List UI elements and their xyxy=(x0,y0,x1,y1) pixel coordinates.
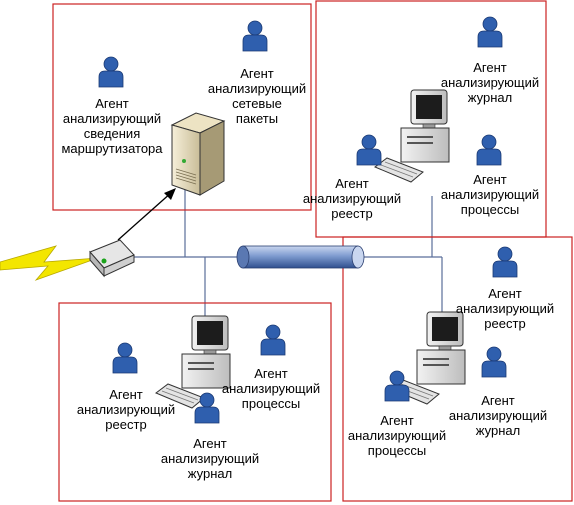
agent-label-line: Агент xyxy=(473,60,507,75)
agent-label-line: реестр xyxy=(105,417,147,432)
agent-label-line: анализирующий xyxy=(62,111,162,126)
agent-label-line: журнал xyxy=(475,423,521,438)
agent-label-line: Агент xyxy=(473,172,507,187)
agent-label-line: анализирующий xyxy=(440,75,540,90)
agent-person-icon xyxy=(356,134,382,166)
agent-label-line: маршрутизатора xyxy=(61,141,163,156)
agent-label-line: Агент xyxy=(193,436,227,451)
agent-person-icon xyxy=(477,16,503,48)
agent-label-line: реестр xyxy=(484,316,526,331)
agent-label-line: Агент xyxy=(488,286,522,301)
agent-label-line: анализирующий xyxy=(448,408,548,423)
agent-person-icon xyxy=(98,56,124,88)
lightning-link-icon xyxy=(0,245,99,281)
workstation-icon xyxy=(374,89,450,183)
agent-label-line: процессы xyxy=(460,202,520,217)
agent-label-line: реестр xyxy=(331,206,373,221)
agent-person-icon xyxy=(481,346,507,378)
agent-label-line: анализирующий xyxy=(440,187,540,202)
agent-label-line: Агент xyxy=(335,176,369,191)
agent-label-line: анализирующий xyxy=(207,81,307,96)
agent-label-line: Агент xyxy=(95,96,129,111)
network-bus-icon xyxy=(236,245,365,269)
agent-label-line: анализирующий xyxy=(160,451,260,466)
zone-router-zone xyxy=(52,3,312,211)
agent-label-line: Агент xyxy=(240,66,274,81)
agent-person-icon xyxy=(260,324,286,356)
agent-label-line: анализирующий xyxy=(455,301,555,316)
agent-label-line: пакеты xyxy=(235,111,279,126)
agent-person-icon xyxy=(112,342,138,374)
agent-label-line: анализирующий xyxy=(302,191,402,206)
zone-host-bottom-left xyxy=(58,302,332,502)
agent-label-line: Агент xyxy=(254,366,288,381)
agent-label-line: сведения xyxy=(83,126,141,141)
agent-label-line: анализирующий xyxy=(221,381,321,396)
uplink-arrow xyxy=(117,188,176,241)
agent-label-line: сетевые xyxy=(232,96,282,111)
zone-host-bottom-right xyxy=(342,236,573,502)
agent-person-icon xyxy=(492,246,518,278)
agent-label-line: Агент xyxy=(481,393,515,408)
agent-label-line: процессы xyxy=(241,396,301,411)
server-tower-icon xyxy=(170,112,226,196)
agent-label-line: анализирующий xyxy=(76,402,176,417)
agent-label-line: журнал xyxy=(467,90,513,105)
agent-person-icon xyxy=(384,370,410,402)
agent-label-line: анализирующий xyxy=(347,428,447,443)
agent-label-line: Агент xyxy=(380,413,414,428)
agent-label-line: процессы xyxy=(367,443,427,458)
agent-person-icon xyxy=(476,134,502,166)
router-icon xyxy=(89,239,135,278)
agent-label-line: журнал xyxy=(187,466,233,481)
agent-person-icon xyxy=(242,20,268,52)
agent-label-line: Агент xyxy=(109,387,143,402)
